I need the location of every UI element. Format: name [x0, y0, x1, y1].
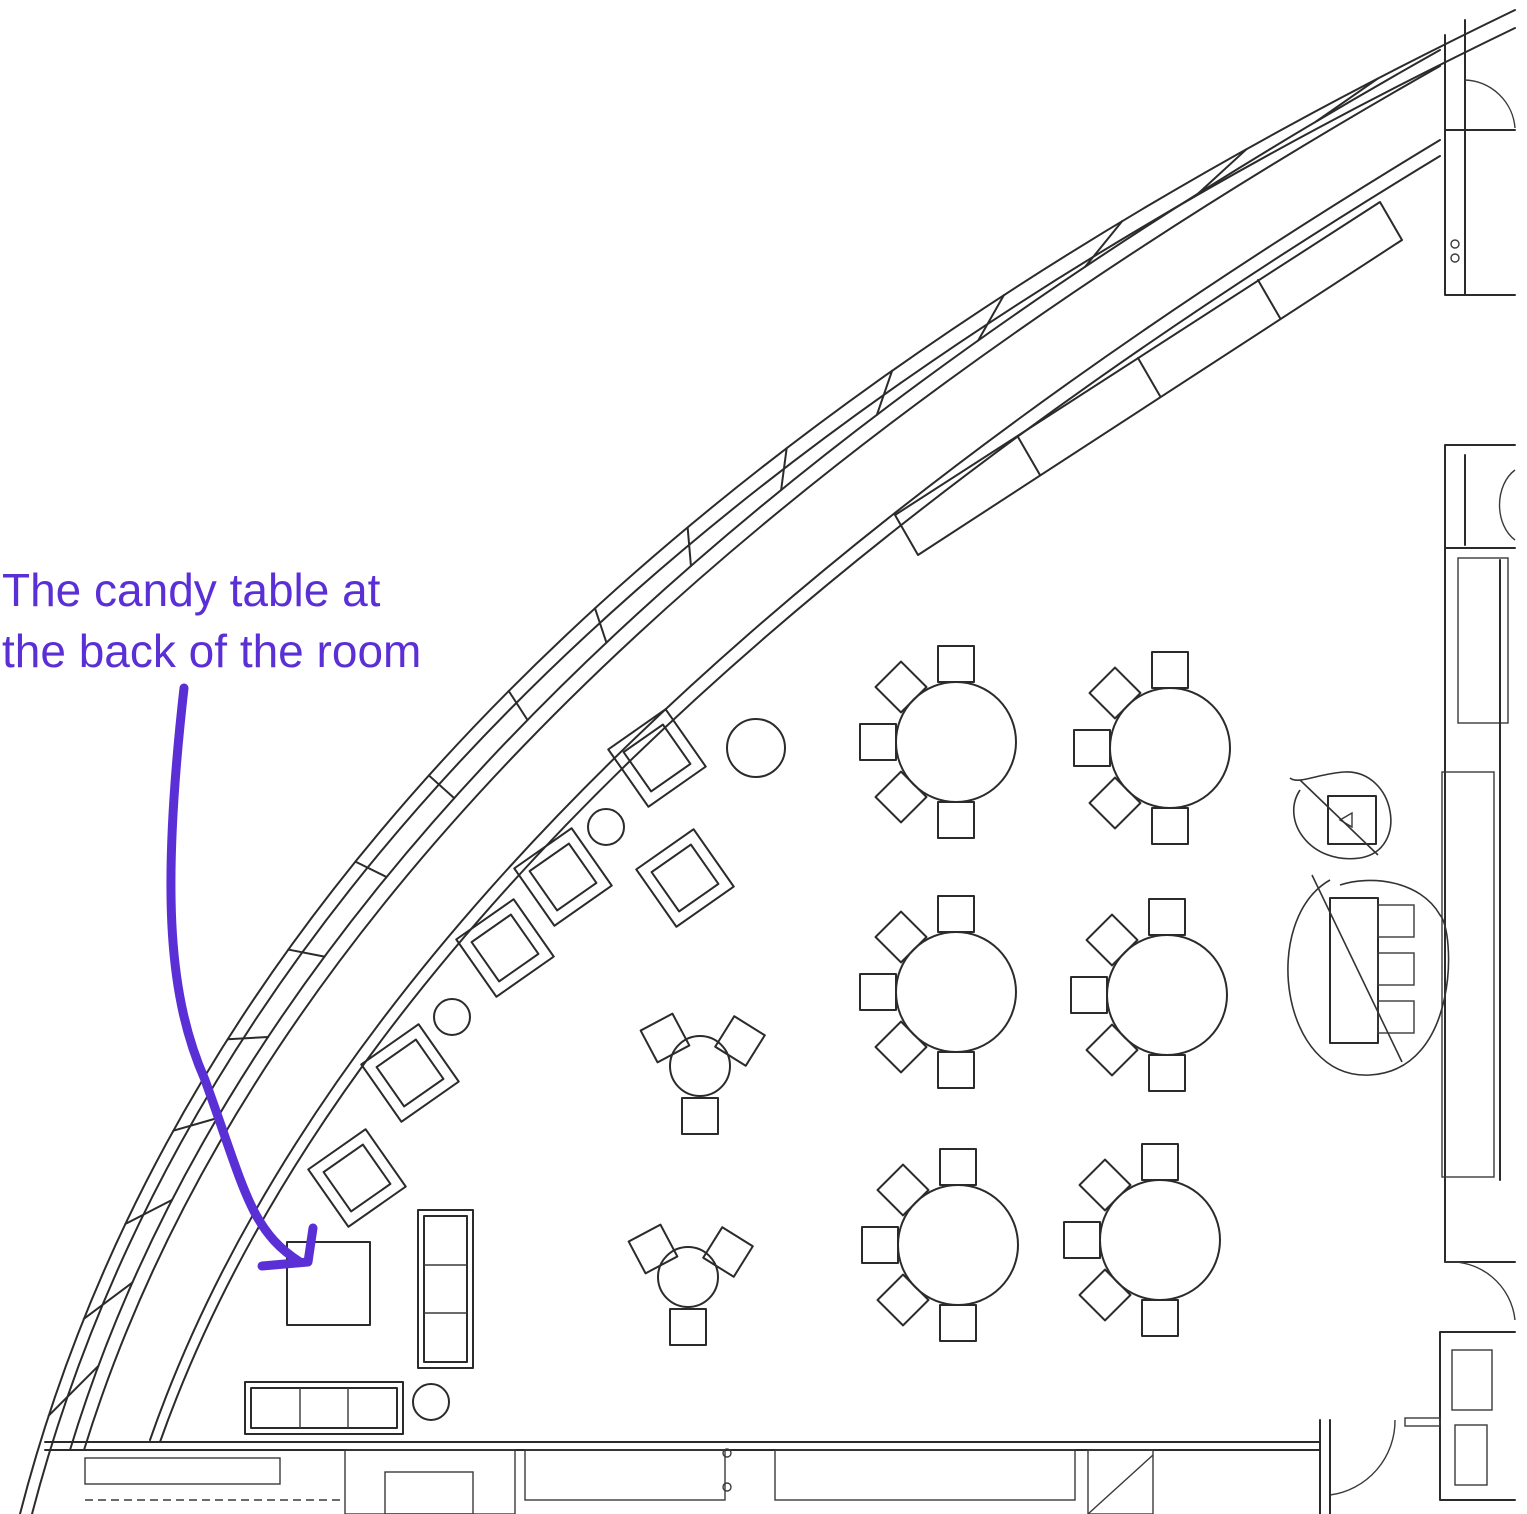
lounge-chair — [455, 898, 555, 998]
lounge-chair — [513, 827, 613, 927]
right-wall — [1329, 19, 1516, 1501]
mullion — [427, 774, 456, 800]
side-table — [726, 718, 786, 778]
mullion — [1196, 148, 1248, 195]
candy-table — [286, 1241, 371, 1326]
mullion — [82, 1281, 134, 1320]
sofa-vertical — [417, 1209, 474, 1369]
mullion — [780, 447, 788, 491]
dining-table — [1073, 651, 1231, 845]
dining-table — [859, 645, 1017, 839]
curved-outer-wall — [19, 9, 1516, 1514]
lounge-chair — [307, 1128, 407, 1228]
mullion — [124, 1199, 173, 1225]
dining-table — [1070, 898, 1228, 1092]
mullion — [354, 860, 388, 879]
mullion — [875, 369, 894, 416]
circled-station-top — [1289, 771, 1392, 860]
buffet-counter — [894, 201, 1403, 556]
circled-station-bottom — [1287, 874, 1450, 1076]
cafe-table — [627, 1223, 754, 1346]
mullion — [47, 1364, 100, 1417]
side-table — [433, 998, 471, 1036]
mullion — [686, 526, 692, 567]
dining-table — [859, 895, 1017, 1089]
mullion — [594, 607, 608, 644]
annotation-arrow — [166, 683, 318, 1271]
mullion — [172, 1117, 219, 1132]
dining-table — [1063, 1143, 1221, 1337]
round-dining-tables — [859, 645, 1231, 1342]
cafe-table — [639, 1012, 766, 1135]
side-table — [412, 1383, 450, 1421]
mullion — [977, 294, 1005, 342]
annotation-line-1: The candy table at — [2, 564, 381, 616]
lounge-furniture — [307, 708, 786, 1421]
inner-curved-ledge — [149, 139, 1441, 1443]
mullion — [226, 1036, 269, 1041]
side-table — [587, 808, 625, 846]
lounge-chair — [635, 828, 735, 928]
window-mullions — [47, 77, 1379, 1417]
dining-table — [861, 1148, 1019, 1342]
lounge-chair — [607, 708, 707, 808]
mullion — [287, 948, 326, 958]
lounge-chair — [360, 1023, 460, 1123]
bottom-wall — [44, 1419, 1331, 1514]
mullion — [1315, 77, 1379, 123]
sofa-horizontal — [244, 1381, 404, 1435]
mullion — [507, 690, 529, 721]
annotation-line-2: the back of the room — [2, 625, 422, 677]
mullion — [1084, 220, 1124, 268]
annotation-text: The candy table at the back of the room — [2, 560, 421, 682]
